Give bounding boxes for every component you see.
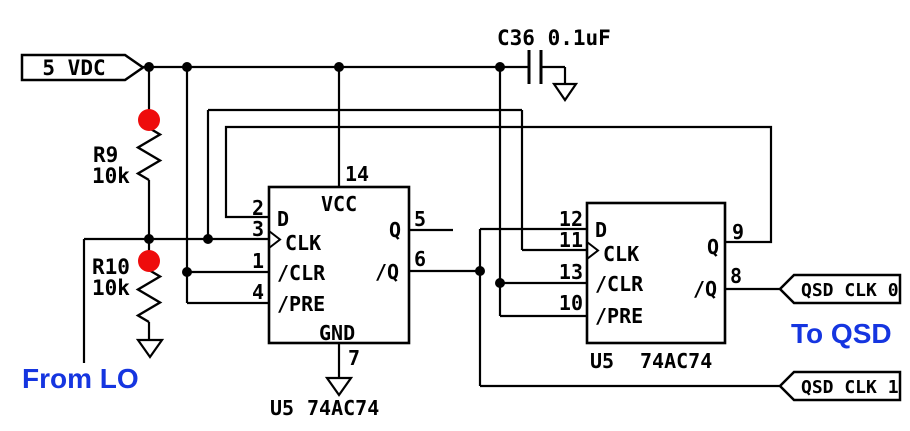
ff2-pin9: 9	[732, 220, 744, 244]
capacitor-c36: C36 0.1uF	[497, 26, 611, 102]
power-flag-label: 5 VDC	[42, 56, 105, 80]
flipflop-u5b-body	[585, 201, 727, 345]
flipflop-u5a: VCC GND D CLK /CLR /PRE Q /Q 2 3 1 4 14 …	[252, 162, 426, 420]
resistor-r10-body	[135, 268, 163, 324]
ff2-q-label: Q	[707, 235, 719, 259]
ground-symbol-pin7	[324, 376, 354, 397]
ff1-ref: U5	[270, 396, 294, 420]
resistor-r10-value: 10k	[92, 276, 130, 300]
ff1-gnd-label: GND	[319, 321, 355, 345]
ff2-pin10: 10	[559, 291, 583, 315]
ff1-pin7: 7	[348, 346, 360, 370]
net-q9-feedback-to-d2	[224, 125, 773, 244]
junction-dots	[144, 62, 505, 288]
ff1-d-label: D	[277, 207, 289, 231]
ff2-nq-label: /Q	[693, 277, 717, 301]
net-nq6-to-d12-and-clk1	[409, 227, 780, 388]
qsd-clk1-label: QSD CLK 1	[801, 377, 899, 398]
junction-dot	[495, 62, 505, 72]
ff1-clk-label: CLK	[285, 231, 321, 255]
resistor-r10-ref: R10	[92, 255, 130, 279]
ff2-d-label: D	[595, 218, 607, 242]
ff1-pin6: 6	[414, 247, 426, 271]
flipflop-u5a-body	[267, 185, 411, 345]
resistor-r9-ref: R9	[93, 143, 118, 167]
ff1-clr-label: /CLR	[277, 261, 326, 285]
ff1-pin2: 2	[252, 196, 264, 220]
resistor-r9-body	[135, 126, 163, 182]
highlight-dot-red	[138, 109, 160, 131]
ff1-pre-label: /PRE	[277, 292, 325, 316]
annotation-from-lo: From LO	[22, 363, 139, 394]
junction-dot	[182, 62, 192, 72]
ff2-clk-label: CLK	[603, 242, 639, 266]
ground-symbol-c36	[551, 82, 579, 102]
ff2-pin12: 12	[559, 207, 583, 231]
junction-dot	[144, 234, 154, 244]
ff2-pre-label: /PRE	[595, 304, 643, 328]
ff1-q-label: Q	[389, 218, 401, 242]
ff1-pin4: 4	[252, 280, 264, 304]
clock-wedge-icon	[586, 241, 600, 260]
junction-dot	[144, 62, 154, 72]
ff2-pin13: 13	[559, 260, 583, 284]
ff1-pin5: 5	[414, 207, 426, 231]
ff2-ref: U5	[590, 349, 614, 373]
ff1-part: 74AC74	[307, 396, 379, 420]
net-flag-qsd-clk1: QSD CLK 1	[778, 370, 902, 402]
ff2-pin11: 11	[559, 228, 583, 252]
ff1-nq-label: /Q	[375, 260, 399, 284]
resistor-r10: R10 10k	[92, 255, 165, 359]
qsd-clk0-label: QSD CLK 0	[801, 280, 899, 301]
highlight-dot-red	[138, 250, 160, 272]
ff2-part: 74AC74	[640, 349, 712, 373]
ff2-clr-label: /CLR	[595, 272, 644, 296]
ff2-pin8: 8	[730, 264, 742, 288]
junction-dot	[475, 266, 485, 276]
clock-wedge-icon	[268, 230, 282, 249]
junction-dot	[495, 278, 505, 288]
junction-dot	[182, 267, 192, 277]
ff1-pin1: 1	[252, 249, 264, 273]
highlight-dots	[138, 109, 160, 272]
ground-symbol-r10	[135, 338, 165, 359]
flipflop-u5b: D CLK /CLR /PRE Q /Q 12 11 13 10 9 8 U5 …	[559, 201, 744, 373]
ff1-pin14: 14	[345, 162, 369, 186]
ff1-vcc-label: VCC	[321, 192, 357, 216]
annotation-to-qsd: To QSD	[791, 318, 892, 349]
ff1-pin3: 3	[252, 217, 264, 241]
junction-dot	[203, 234, 213, 244]
junction-dot	[334, 62, 344, 72]
capacitor-c36-label: C36 0.1uF	[497, 26, 611, 50]
net-flag-qsd-clk0: QSD CLK 0	[778, 273, 902, 305]
resistor-r9-value: 10k	[92, 164, 130, 188]
resistor-r9: R9 10k	[92, 126, 163, 188]
power-net-flag-5vdc: 5 VDC	[20, 53, 146, 82]
